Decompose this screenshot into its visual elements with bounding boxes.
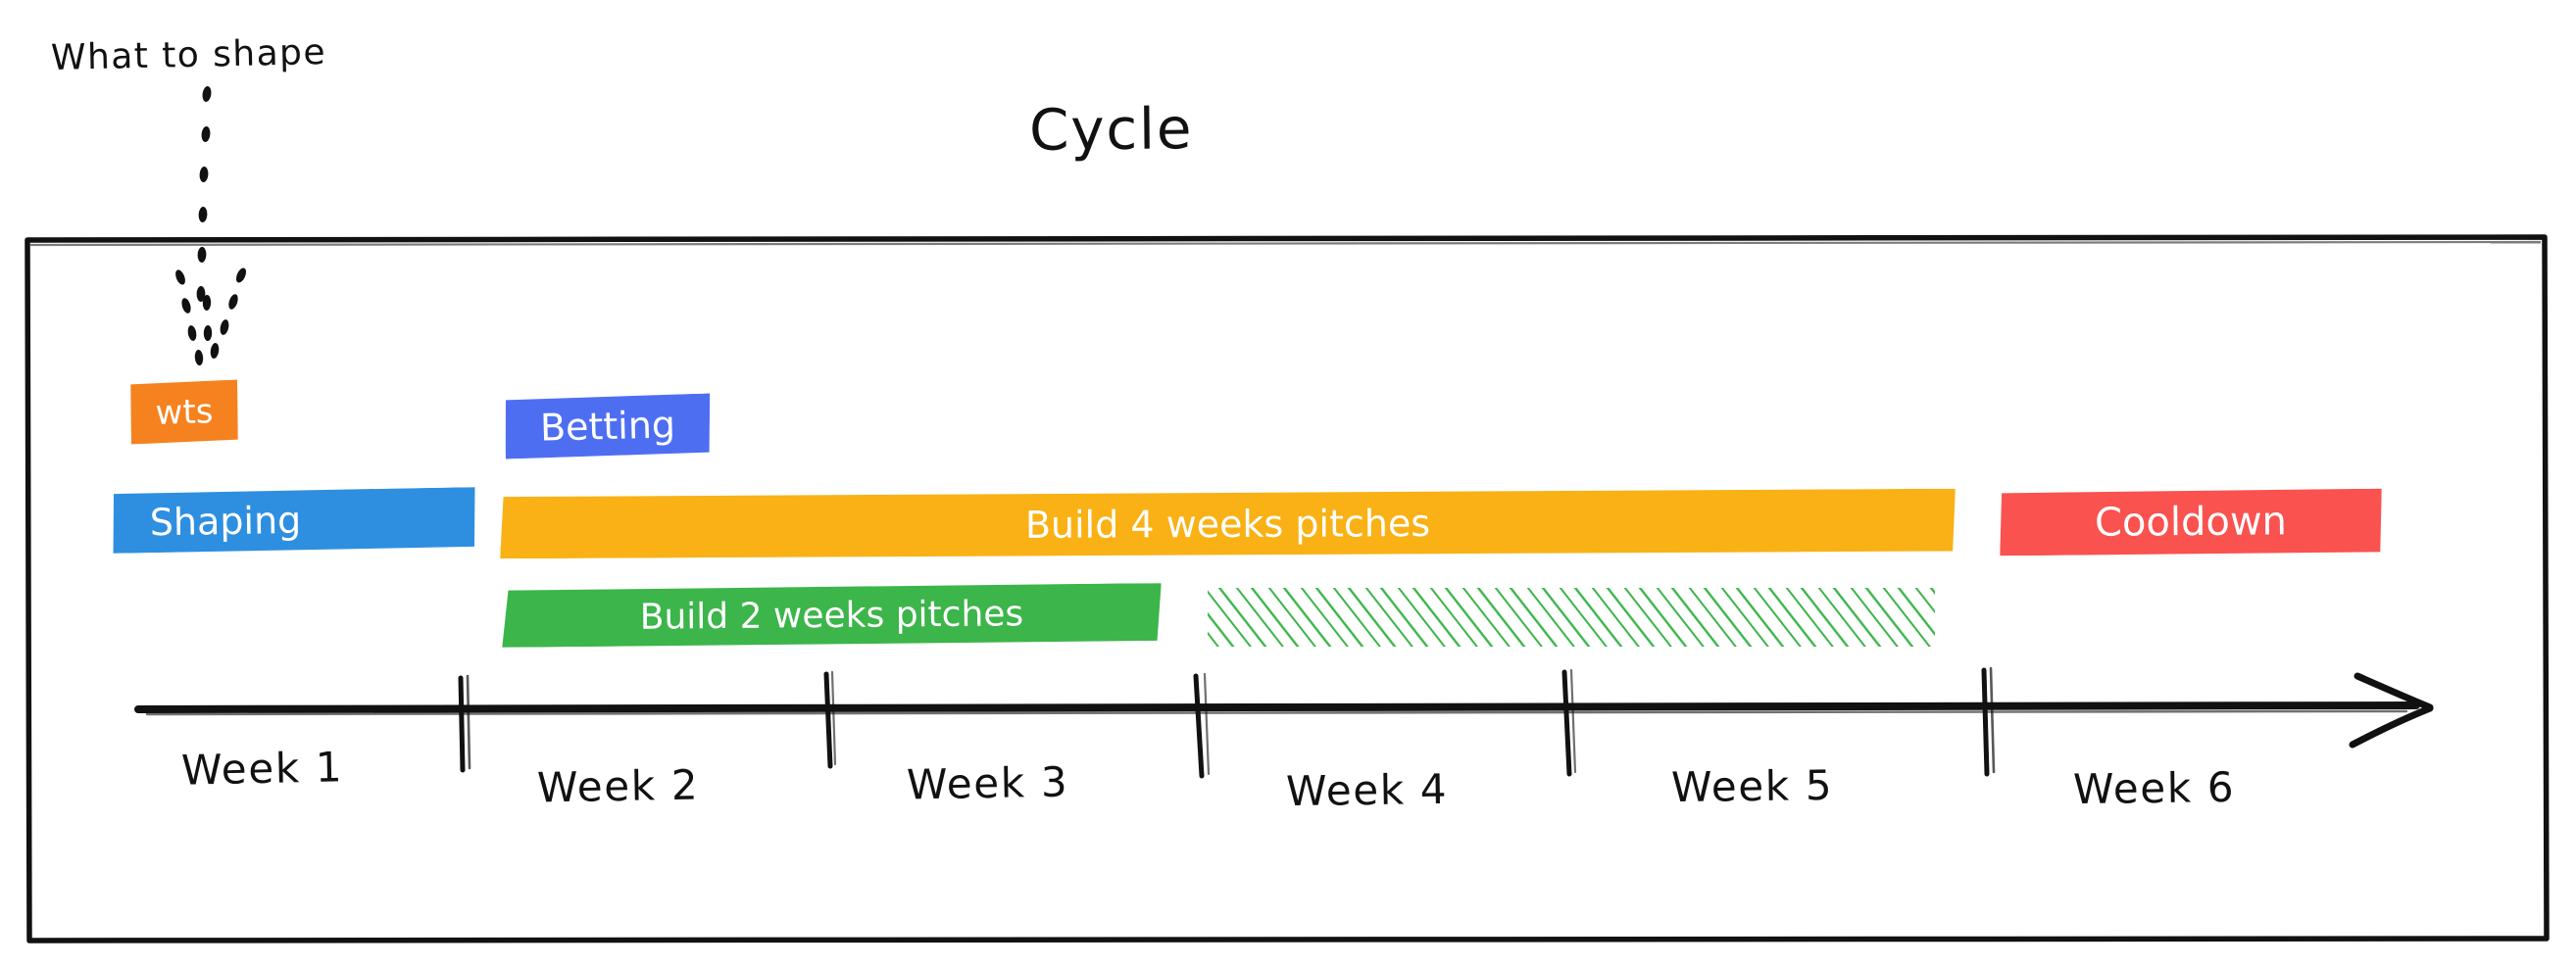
bar-build2-label: Build 2 weeks pitches xyxy=(639,593,1024,638)
bar-wts-label: wts xyxy=(155,391,214,433)
page-title: Cycle xyxy=(1028,95,1194,164)
week-label-1: Week 1 xyxy=(180,743,344,795)
week-label-2: Week 2 xyxy=(536,760,700,812)
dotted-arrow-icon xyxy=(175,86,247,365)
bar-build4-label: Build 4 weeks pitches xyxy=(1024,501,1431,547)
hatched-region xyxy=(1208,588,1935,647)
bar-wts[interactable]: wts xyxy=(129,379,239,444)
bar-cooldown[interactable]: Cooldown xyxy=(2000,489,2382,556)
bar-betting[interactable]: Betting xyxy=(504,393,711,459)
bar-build-2-weeks-pitches[interactable]: Build 2 weeks pitches xyxy=(502,583,1162,648)
week-label-5: Week 5 xyxy=(1670,760,1834,812)
week-label-3: Week 3 xyxy=(906,757,1069,809)
annotation-what-to-shape: What to shape xyxy=(50,32,327,78)
week-label-6: Week 6 xyxy=(2072,762,2236,814)
time-axis xyxy=(134,666,2434,779)
diagram-frame xyxy=(25,234,2550,943)
bar-shaping-label: Shaping xyxy=(149,498,302,545)
bar-build-4-weeks-pitches[interactable]: Build 4 weeks pitches xyxy=(500,489,1956,558)
bar-cooldown-label: Cooldown xyxy=(2094,499,2288,546)
bar-betting-label: Betting xyxy=(539,403,676,450)
bar-shaping[interactable]: Shaping xyxy=(113,487,476,554)
week-label-4: Week 4 xyxy=(1285,764,1449,816)
axis-ticks xyxy=(458,666,1996,779)
